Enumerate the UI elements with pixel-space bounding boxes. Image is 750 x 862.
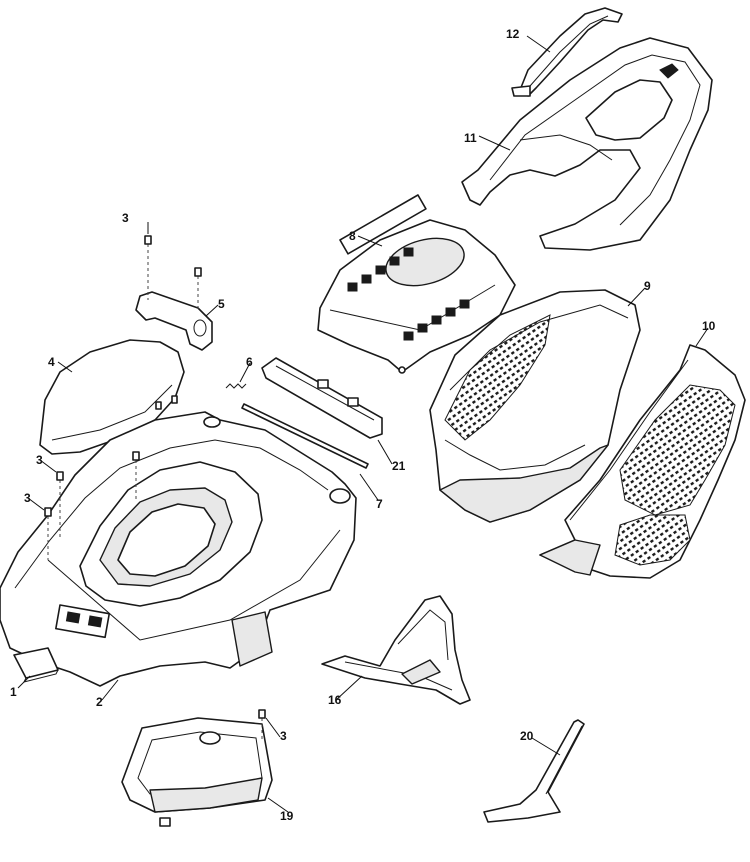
callout-10: 10	[702, 319, 716, 333]
screw-3-tray	[258, 709, 266, 740]
part-16-chute-bracket	[321, 595, 471, 705]
callout-labels: 12 11 8 9 10 3 5 4 6 21 7 3 3 1 2 16 3 1…	[10, 27, 716, 823]
callout-19: 19	[280, 809, 294, 823]
callout-1: 1	[10, 685, 17, 699]
screw-3-handle	[194, 267, 202, 310]
part-20-kickstand	[483, 719, 585, 823]
part-7-rod	[241, 403, 369, 469]
warning-sticker-strip-right	[403, 299, 470, 341]
callout-11: 11	[464, 131, 477, 145]
screw-3-upper	[144, 235, 152, 300]
callout-7: 7	[376, 497, 383, 511]
callout-12: 12	[506, 27, 520, 41]
callout-21: 21	[392, 459, 406, 473]
part-8-flap-panel	[317, 194, 516, 374]
part-19-battery-tray	[121, 717, 273, 827]
callout-5: 5	[218, 297, 225, 311]
callout-4: 4	[48, 355, 55, 369]
warning-sticker-strip-left	[339, 194, 427, 292]
callout-2: 2	[96, 695, 103, 709]
part-2-main-deck	[0, 411, 357, 687]
screw-3-deck	[44, 507, 52, 560]
leader-lines	[17, 35, 709, 813]
part-12-handle	[511, 7, 623, 97]
part-6-spring	[225, 383, 247, 389]
callout-3-top: 3	[122, 211, 129, 225]
part-1-knob	[13, 647, 59, 683]
callout-9: 9	[644, 279, 651, 293]
screw-3-hood-a	[155, 395, 178, 410]
callout-16: 16	[328, 693, 342, 707]
part-5-carry-handle	[135, 291, 213, 351]
callout-6: 6	[246, 355, 253, 369]
part-21-hinge-bar	[261, 357, 383, 439]
part-4-front-hood	[39, 339, 185, 455]
part-10-grass-bag	[539, 344, 746, 579]
callout-8: 8	[349, 229, 356, 243]
part-11-rear-cover	[461, 37, 713, 251]
part-9-grass-bag-frame	[429, 289, 641, 523]
screw-3-hood-b	[56, 471, 64, 540]
callout-20: 20	[520, 729, 534, 743]
callout-3-tray: 3	[280, 729, 287, 743]
screw-3-deck-mid	[132, 451, 140, 500]
callout-3-deck: 3	[24, 491, 31, 505]
callout-3-left: 3	[36, 453, 43, 467]
